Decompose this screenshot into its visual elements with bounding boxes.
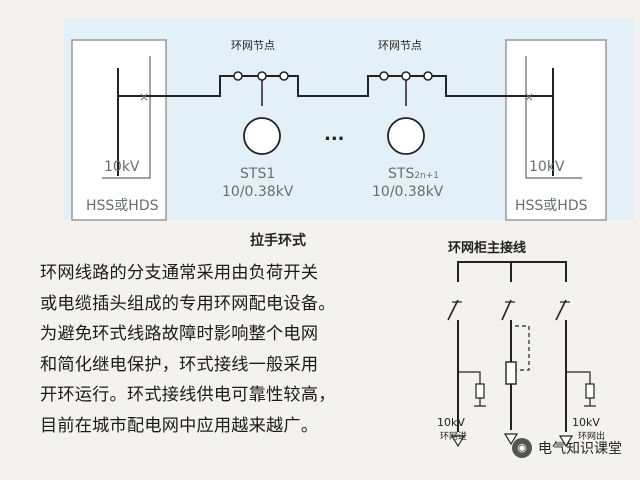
sts2-transformer (387, 117, 425, 155)
rmu-label-in: 环网进 (440, 431, 467, 442)
left-breaker-mark: × (139, 90, 149, 104)
node-label-left: 环网节点 (231, 39, 275, 52)
right-breaker-mark: × (524, 90, 534, 104)
right-voltage-label: 10kV (529, 159, 565, 175)
description-line: 目前在城市配电网中应用越来越广。 (40, 415, 319, 436)
sts2-name: STS2n+1 (388, 166, 439, 182)
rmu-switch-mid (501, 299, 512, 321)
right-source-box (505, 39, 607, 221)
diagram-caption: 拉手环式 (250, 233, 306, 249)
right-node-terminal (379, 71, 389, 81)
rmu-switch-left (447, 299, 459, 321)
node-label-right: 环网节点 (378, 39, 422, 52)
sts2-rating: 10/0.38kV (372, 184, 444, 200)
watermark-text: 电气知识课堂 (538, 441, 622, 457)
description-text: 环网线路的分支通常采用由负荷开关 或电缆插头组成的专用环网配电设备。 为避免环式… (40, 258, 432, 441)
rmu-label-out: 环网出 (578, 430, 605, 442)
rmu-arrester-left (458, 371, 481, 384)
description-line: 为避免环式线路故障时影响整个电网 (40, 324, 319, 344)
rmu-fuse (505, 361, 517, 385)
left-node-terminal (257, 71, 267, 81)
description-line: 或电缆插头组成的专用环网配电设备。 (40, 293, 336, 314)
main-wiring-title: 环网柜主接线 (448, 241, 527, 256)
rmu-cable-end-right (558, 435, 574, 448)
right-node-terminal (423, 71, 433, 81)
rmu-cable-end-mid (503, 433, 519, 446)
right-node-terminal (401, 71, 411, 81)
left-node-terminal (233, 71, 243, 81)
left-voltage-label: 10kV (104, 159, 140, 175)
left-source-label: HSS或HDS (86, 198, 159, 214)
sts1-rating: 10/0.38kV (222, 184, 294, 200)
left-node-terminal (279, 71, 289, 81)
feeder-line (118, 75, 553, 97)
rmu-cable-end-left (450, 435, 466, 448)
rmu-fuse-link (515, 325, 530, 371)
rmu-voltage-left: 10kV (437, 416, 465, 429)
rmu-switch-right (555, 299, 567, 321)
rmu-arrester-left-body (475, 383, 485, 399)
rmu-arrester-right-body (585, 383, 595, 399)
wechat-icon: ◉ (512, 438, 532, 458)
description-line: 开环运行。环式接线供电可靠性较高， (40, 385, 336, 405)
description-line: 和简化继电保护，环式接线一般采用 (40, 354, 319, 375)
rmu-voltage-right: 10kV (572, 416, 600, 429)
ellipsis-label: ... (324, 124, 345, 145)
watermark: ◉ 电气知识课堂 (512, 438, 622, 458)
right-source-label: HSS或HDS (515, 198, 588, 214)
sts1-name: STS1 (240, 166, 275, 182)
description-line: 环网线路的分支通常采用由负荷开关 (40, 263, 319, 283)
sts1-transformer (243, 117, 281, 155)
rmu-arrester-right (566, 371, 591, 384)
